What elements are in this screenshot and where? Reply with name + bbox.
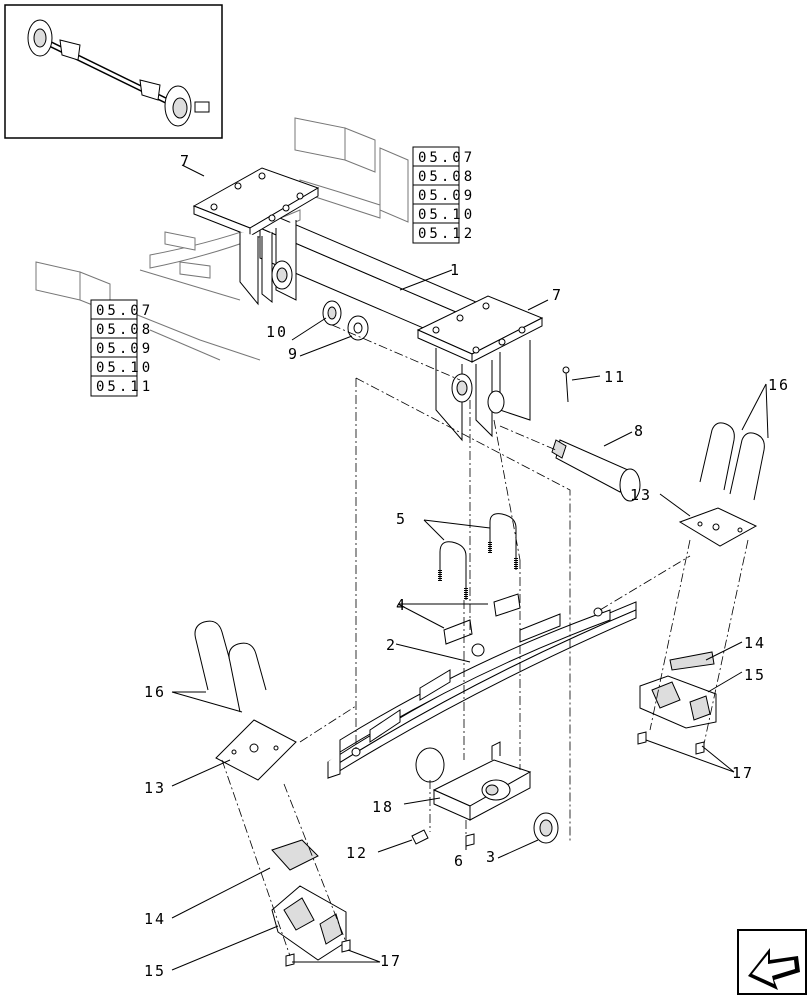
label-part-14: 14 [144, 910, 166, 928]
reference-link[interactable]: 05.07 [96, 303, 153, 319]
axle-thumbnail-icon [27, 19, 210, 127]
label-part-10: 10 [266, 323, 288, 341]
label-part-16: 16 [768, 376, 790, 394]
label-part-17: 17 [380, 952, 402, 970]
label-part-11: 11 [604, 368, 626, 386]
u-bolts-left [194, 620, 267, 713]
part-labels: 7 7 1 10 9 11 16 8 13 5 4 2 14 15 17 16 … [144, 152, 790, 980]
bushing-part-3 [415, 747, 559, 844]
reference-link[interactable]: 05.12 [418, 226, 475, 242]
reference-link[interactable]: 05.09 [418, 188, 475, 204]
u-bolts-center [438, 513, 518, 600]
label-part-7: 7 [552, 286, 563, 304]
label-part-8: 8 [634, 422, 645, 440]
nut-part-6 [465, 833, 475, 847]
reference-link[interactable]: 05.07 [418, 150, 475, 166]
label-part-14: 14 [744, 634, 766, 652]
leader-lines [171, 164, 769, 971]
label-part-1: 1 [450, 261, 461, 279]
label-part-7: 7 [180, 152, 191, 170]
label-part-18: 18 [372, 798, 394, 816]
reference-link[interactable]: 05.08 [96, 322, 153, 338]
reference-link[interactable]: 05.10 [96, 360, 153, 376]
nut-part-10 [322, 300, 342, 326]
mount-plate-left [192, 167, 320, 306]
leaf-spring [327, 593, 637, 779]
cotter-pin-part-11 [562, 366, 570, 403]
spring-hanger-part-18 [432, 741, 532, 821]
seat-right-part-15 [639, 675, 717, 729]
seat-left-part-15 [271, 885, 347, 961]
pin-part-8 [551, 439, 641, 502]
label-part-2: 2 [386, 636, 397, 654]
pad-right-part-14 [669, 651, 715, 671]
reference-link[interactable]: 05.09 [96, 341, 153, 357]
label-part-3: 3 [486, 848, 497, 866]
label-part-17: 17 [732, 764, 754, 782]
label-part-15: 15 [744, 666, 766, 684]
assembly-lines [221, 324, 749, 957]
label-part-4: 4 [396, 596, 407, 614]
u-bolts-right [699, 422, 765, 501]
reference-link[interactable]: 05.08 [418, 169, 475, 185]
axle-thumbnail [4, 4, 223, 139]
nuts-left-part-17 [285, 939, 351, 967]
reference-link[interactable]: 05.10 [418, 207, 475, 223]
label-part-6: 6 [454, 852, 465, 870]
grease-fitting-part-12 [411, 829, 429, 845]
trailer-frame [35, 117, 409, 361]
label-part-12: 12 [346, 844, 368, 862]
next-page-arrow-icon[interactable] [737, 929, 807, 995]
plate-right-part-13 [678, 507, 758, 547]
mount-plate-right [416, 295, 544, 442]
nuts-right-part-17 [637, 731, 705, 755]
reference-group-right: 05.07 05.08 05.09 05.10 05.12 [412, 146, 475, 244]
label-part-13: 13 [144, 779, 166, 797]
label-part-13: 13 [630, 486, 652, 504]
label-part-15: 15 [144, 962, 166, 980]
pad-left-part-14 [271, 839, 319, 871]
label-part-9: 9 [288, 345, 299, 363]
reference-group-left: 05.07 05.08 05.09 05.10 05.11 [90, 299, 153, 397]
label-part-16: 16 [144, 683, 166, 701]
label-part-5: 5 [396, 510, 407, 528]
plate-left-part-13 [215, 719, 297, 781]
reference-link[interactable]: 05.11 [96, 379, 153, 395]
